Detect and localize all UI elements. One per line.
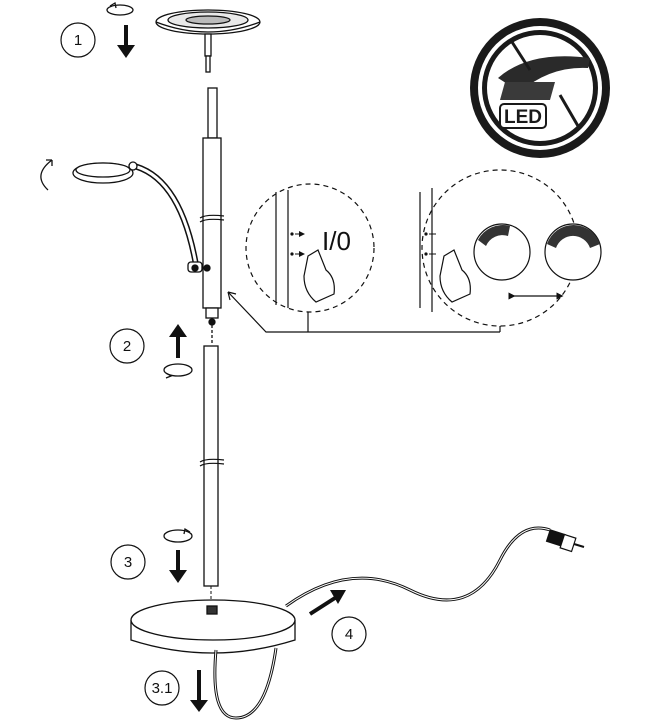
svg-text:4: 4	[345, 626, 353, 643]
down-arrow-icon	[190, 670, 208, 712]
step-3-badge: 3	[110, 544, 146, 580]
svg-text:LED: LED	[504, 107, 542, 128]
svg-text:1: 1	[74, 32, 82, 49]
rotate-arrow-icon	[106, 1, 134, 16]
svg-text:I/0: I/0	[322, 226, 351, 256]
rotate-arrow-icon	[163, 363, 193, 379]
dimmer-detail-right	[419, 169, 602, 327]
step-4-badge: 4	[331, 616, 367, 652]
step-2-badge: 2	[109, 328, 145, 364]
down-arrow-icon	[169, 550, 187, 583]
reading-arm	[72, 161, 211, 273]
svg-text:3: 3	[124, 554, 132, 571]
rotate-arrow-icon	[163, 527, 193, 543]
lamp-base	[130, 599, 296, 654]
plug-icon	[545, 529, 585, 553]
svg-text:2: 2	[123, 338, 131, 355]
down-arrow-icon	[117, 25, 135, 58]
switch-detail-left: I/0	[245, 183, 375, 313]
step-4-arrow	[308, 590, 346, 616]
underside-cable	[213, 647, 278, 720]
led-logo: LED	[470, 18, 610, 158]
rotate-left-icon	[40, 159, 53, 191]
lamp-head	[155, 9, 261, 73]
step-3-1-badge: 3.1	[144, 670, 180, 706]
pole-lower	[203, 345, 219, 587]
step-1-badge: 1	[60, 22, 96, 58]
svg-text:3.1: 3.1	[152, 680, 173, 697]
up-arrow-icon	[169, 324, 187, 358]
power-cable	[285, 526, 551, 608]
